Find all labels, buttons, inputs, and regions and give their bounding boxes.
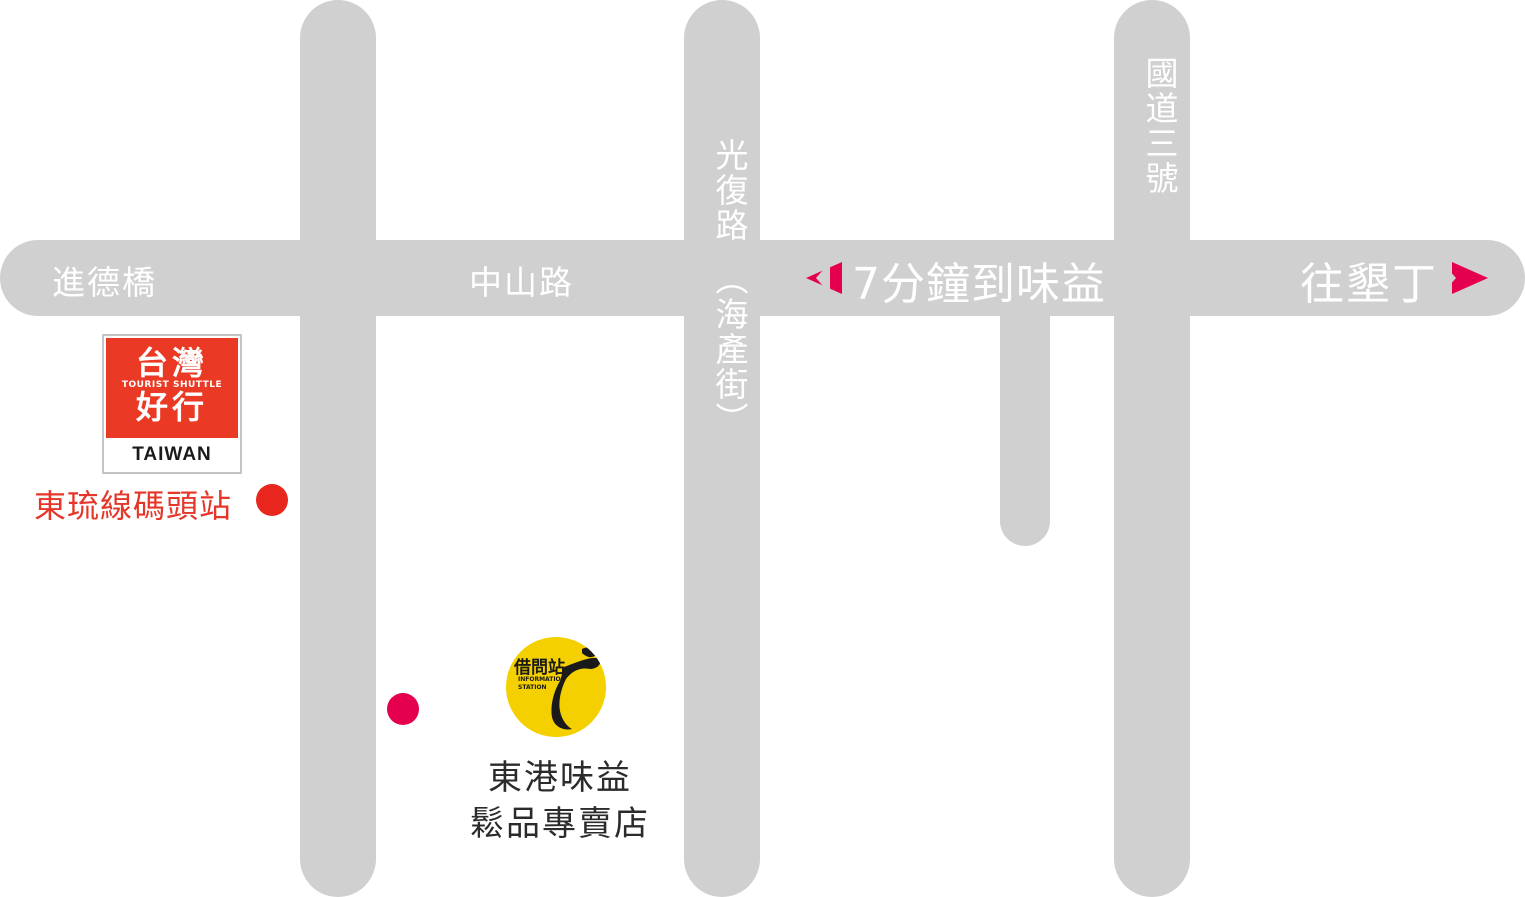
label-highway-3: 國道三號 bbox=[1140, 56, 1179, 196]
logo-red-panel: 台灣 TOURIST SHUTTLE 好行 bbox=[106, 338, 238, 438]
road-short-branch bbox=[1000, 290, 1050, 546]
taiwan-tourist-shuttle-logo: 台灣 TOURIST SHUTTLE 好行 TAIWAN bbox=[102, 334, 242, 474]
road-west-vertical bbox=[300, 0, 376, 897]
logo-country: TAIWAN bbox=[132, 444, 212, 465]
information-mark-icon bbox=[551, 647, 601, 730]
shop-name: 東港味益 鬆品專賣店 bbox=[420, 755, 700, 847]
logo-tagline: TOURIST SHUTTLE bbox=[121, 380, 223, 390]
station-marker-icon bbox=[256, 484, 288, 516]
logo-line1: 台灣 bbox=[135, 344, 208, 382]
road-highway-3 bbox=[1114, 0, 1190, 897]
label-haichan-street: （海產街） bbox=[710, 262, 749, 437]
information-station-icon: 借問站 INFORMATION STATION bbox=[506, 637, 606, 737]
road-zhongshan bbox=[0, 240, 1525, 316]
shop-name-line2: 鬆品專賣店 bbox=[470, 804, 650, 844]
shop-name-line1: 東港味益 bbox=[488, 758, 632, 798]
info-station-title: 借問站 bbox=[514, 658, 565, 678]
station-name: 東琉線碼頭站 bbox=[34, 487, 233, 525]
label-zhongshan-road: 中山路 bbox=[469, 263, 574, 302]
road-guangfu bbox=[684, 0, 760, 897]
shop-location-marker-icon bbox=[387, 693, 419, 725]
arrow-left-icon bbox=[806, 262, 842, 294]
info-station-subtitle: INFORMATION STATION bbox=[518, 676, 566, 691]
label-7-minutes-to-weiyi: 7分鐘到味益 bbox=[852, 259, 1106, 310]
logo-line2: 好行 bbox=[135, 388, 208, 426]
arrow-right-icon bbox=[1442, 262, 1488, 294]
label-jinde-bridge: 進德橋 bbox=[52, 263, 157, 302]
label-to-kenting: 往墾丁 bbox=[1300, 259, 1438, 310]
label-guangfu-road: 光復路 bbox=[710, 138, 749, 243]
